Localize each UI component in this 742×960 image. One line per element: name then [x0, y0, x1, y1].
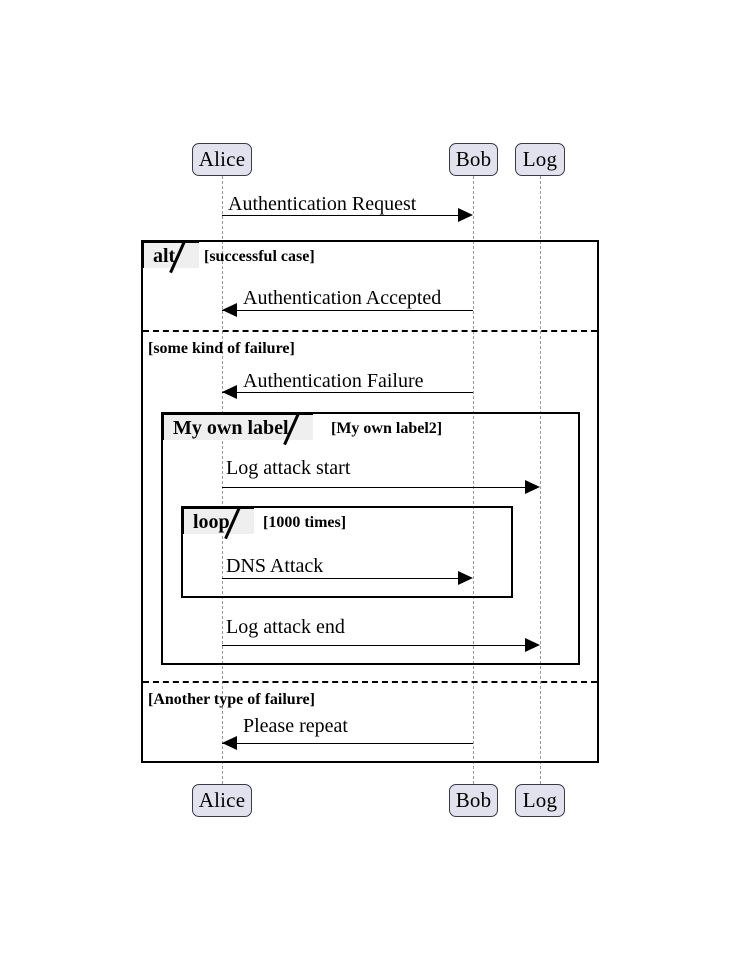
participant-alice-bottom[interactable]: Alice [192, 784, 252, 817]
fragment-alt-divider-2 [143, 681, 597, 683]
participant-alice-top-label: Alice [198, 147, 246, 171]
message-label-authentication-accepted: Authentication Accepted [243, 287, 442, 309]
fragment-alt-notch [185, 241, 200, 268]
participant-bob-bottom[interactable]: Bob [449, 784, 498, 817]
fragment-my-own-label-notch [298, 413, 313, 440]
message-label-authentication-failure: Authentication Failure [243, 370, 424, 392]
message-line-authentication-request [222, 215, 467, 216]
message-arrowhead-please-repeat [222, 736, 237, 750]
participant-alice-bottom-label: Alice [198, 788, 246, 812]
message-arrowhead-log-attack-start [525, 480, 540, 494]
participant-bob-top-label: Bob [455, 147, 492, 171]
message-line-log-attack-start [222, 487, 525, 488]
message-line-log-attack-end [222, 645, 525, 646]
message-line-dns-attack [222, 578, 458, 579]
fragment-alt-guard-another-type-of-failure: [Another type of failure] [148, 691, 315, 708]
fragment-my-own-label-guard: [My own label2] [331, 420, 443, 437]
fragment-alt-divider-1 [143, 330, 597, 332]
fragment-alt[interactable]: alt [successful case] [141, 240, 599, 763]
lifeline-alice [222, 176, 223, 784]
fragment-loop[interactable]: loop [1000 times] [181, 506, 513, 598]
message-arrowhead-authentication-failure [222, 385, 237, 399]
participant-alice-top[interactable]: Alice [192, 143, 252, 176]
message-label-dns-attack: DNS Attack [226, 555, 324, 577]
fragment-alt-operator-tab: alt [142, 241, 200, 268]
message-line-please-repeat [222, 743, 473, 744]
message-label-authentication-request: Authentication Request [228, 193, 417, 215]
fragment-loop-notch [239, 507, 254, 534]
participant-log-top-label: Log [522, 147, 558, 171]
participant-log-top[interactable]: Log [515, 143, 565, 176]
message-label-log-attack-start: Log attack start [226, 457, 351, 479]
fragment-my-own-label-operator-tab: My own label [162, 413, 313, 440]
fragment-alt-guard-some-kind-of-failure: [some kind of failure] [148, 340, 295, 357]
participant-log-bottom-label: Log [522, 788, 558, 812]
message-arrowhead-authentication-request [458, 208, 473, 222]
message-line-authentication-accepted [222, 310, 473, 311]
message-arrowhead-authentication-accepted [222, 303, 237, 317]
fragment-alt-guard-successful: [successful case] [204, 248, 315, 265]
fragment-my-own-label-operator-label: My own label [162, 413, 299, 440]
message-label-log-attack-end: Log attack end [226, 616, 345, 638]
participant-bob-bottom-label: Bob [455, 788, 492, 812]
lifeline-bob [473, 176, 474, 784]
fragment-my-own-label[interactable]: My own label [My own label2] [161, 412, 580, 665]
lifeline-log [540, 176, 541, 784]
fragment-loop-operator-tab: loop [182, 507, 254, 534]
message-arrowhead-log-attack-end [525, 638, 540, 652]
participant-bob-top[interactable]: Bob [449, 143, 498, 176]
message-line-authentication-failure [222, 392, 473, 393]
message-label-please-repeat: Please repeat [243, 715, 348, 737]
participant-log-bottom[interactable]: Log [515, 784, 565, 817]
message-arrowhead-dns-attack [458, 571, 473, 585]
fragment-loop-guard: [1000 times] [263, 514, 347, 531]
